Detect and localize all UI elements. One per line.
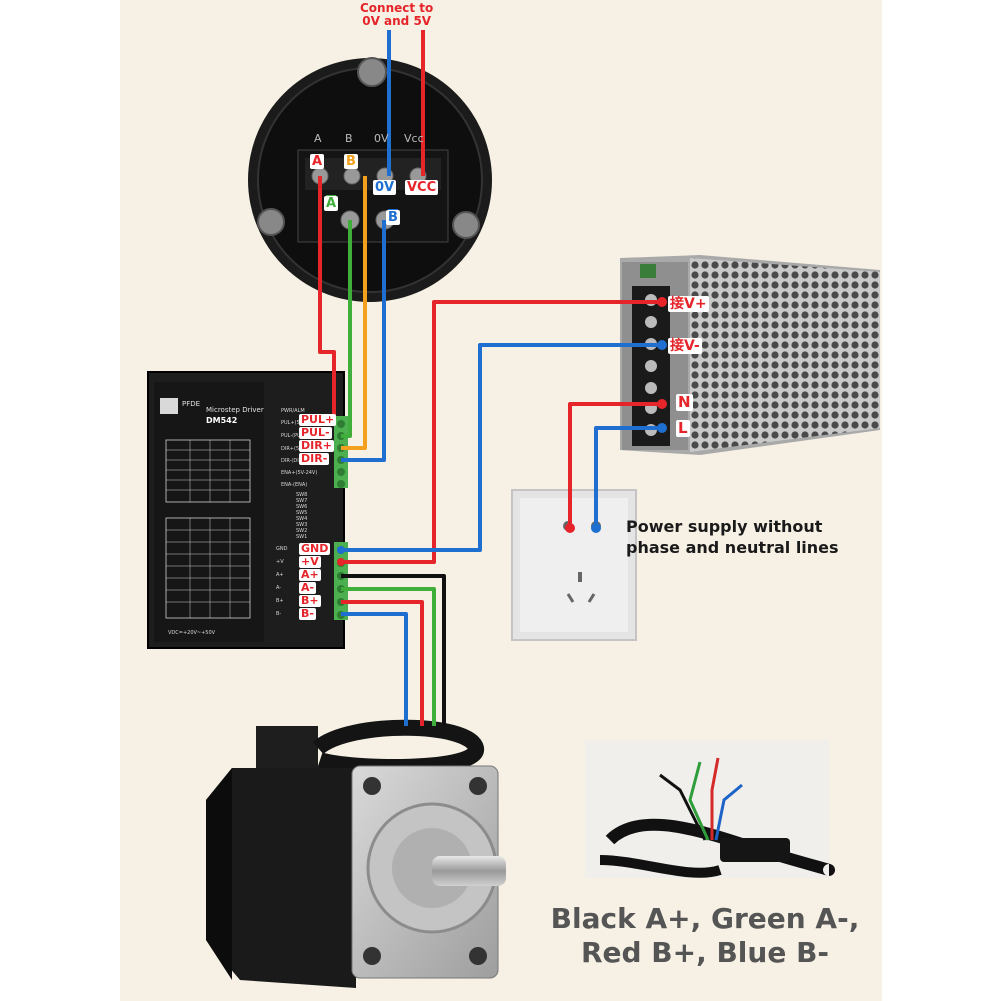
driver-side-bminus: B- (276, 611, 282, 617)
encoder-screw-right (452, 211, 480, 239)
driver-label-dir-plus: DIR+ (299, 439, 334, 452)
driver-sw8: SW8 (296, 492, 308, 498)
wire-motor-black (341, 574, 446, 726)
psu-label-vplus: 接V+ (668, 296, 709, 312)
wire-psu-vplus (341, 300, 662, 564)
encoder-screw-left (257, 208, 285, 236)
encoder-terminal-b: B (345, 132, 353, 145)
driver-brand: PFDE (182, 400, 201, 408)
driver-label-aplus: A+ (299, 568, 321, 581)
encoder-top-note-line2: 0V and 5V (362, 14, 432, 28)
wire-mains-n (568, 402, 662, 528)
wire-a-plus (318, 176, 336, 424)
driver-side-dir-minus: DIR-(DIR) (281, 458, 305, 464)
outlet-note-line1: Power supply without (626, 517, 823, 536)
wire-psu-vminus (341, 343, 662, 552)
encoder-label-b-plus: B (344, 154, 358, 169)
wire-motor-blue (341, 612, 408, 726)
motor-wire-caption-line2: Red B+, Blue B- (580, 936, 830, 969)
driver-label-pul-plus: PUL+ (299, 413, 337, 426)
driver-sw5: SW5 (296, 510, 308, 516)
driver-label-bplus: B+ (299, 594, 321, 607)
encoder-terminal-0v: 0V (374, 132, 389, 145)
driver-side-dir-plus: DIR+(5V) (281, 446, 305, 452)
encoder-terminal-a: A (314, 132, 322, 145)
driver-label-vplus: +V (299, 555, 321, 568)
stepper-motor (206, 719, 506, 988)
motor-shaft (432, 856, 506, 886)
wire-motor-red (341, 600, 424, 726)
driver-sw2: SW2 (296, 528, 308, 534)
driver-side-pwr: PWR/ALM (281, 408, 305, 414)
motor-wire-caption-line1: Black A+, Green A-, (550, 902, 860, 935)
wire-b-plus (341, 176, 367, 450)
driver-side-ena-plus: ENA+(5V-24V) (281, 470, 318, 476)
motor-wire-caption: Black A+, Green A-, Red B+, Blue B- (540, 902, 870, 970)
driver-sw1: SW1 (296, 534, 308, 540)
driver-logo-mark (160, 398, 178, 414)
wire-motor-green (341, 587, 436, 726)
driver-sw4: SW4 (296, 516, 308, 522)
driver-side-aminus: A- (276, 585, 282, 591)
wire-mains-l (594, 426, 662, 528)
outlet-note-line2: phase and neutral lines (626, 538, 839, 557)
driver-side-gnd: GND (276, 546, 288, 552)
encoder-label-vcc: VCC (405, 180, 439, 195)
encoder-label-a-plus: A (310, 154, 325, 169)
encoder-top-note-line1: Connect to (360, 1, 434, 15)
driver-footer: VDC=+20V~+50V (168, 630, 216, 636)
driver-side-vplus: +V (276, 559, 284, 565)
wire-a-minus (341, 220, 352, 438)
encoder-label-a-minus: A (324, 196, 339, 211)
encoder-label-b-minus: B (386, 210, 400, 225)
pulse-table (165, 517, 251, 619)
psu-label-vminus: 接V- (668, 338, 702, 354)
driver-label-bminus: B- (299, 607, 316, 620)
encoder-top-note: Connect to 0V and 5V (360, 2, 433, 28)
driver-model: DM542 (206, 416, 238, 425)
driver-side-pul-plus: PUL+(5V) (281, 420, 306, 426)
encoder-terminal-vcc: Vcc (404, 132, 424, 145)
wire-b-minus (341, 220, 386, 462)
driver-body (147, 371, 348, 649)
driver-sw6: SW6 (296, 504, 308, 510)
motor-cable-clamp (256, 726, 318, 768)
wire-end-dots (337, 297, 667, 566)
driver-label-aminus: A- (299, 581, 317, 594)
driver-label-gnd: GND (299, 542, 331, 555)
driver-sw7: SW7 (296, 498, 308, 504)
driver-label-pul-minus: PUL- (299, 426, 332, 439)
driver-title: Microstep Driver (206, 406, 264, 414)
cable-photo (585, 740, 836, 878)
wires (318, 30, 662, 726)
psu-label-l: L (676, 419, 690, 437)
wall-outlet (511, 489, 637, 641)
current-table (165, 439, 251, 503)
driver-side-aplus: A+ (276, 572, 284, 578)
encoder (248, 57, 492, 302)
driver-label-dir-minus: DIR- (299, 452, 330, 465)
outlet-note: Power supply without phase and neutral l… (626, 516, 839, 558)
driver-sw3: SW3 (296, 522, 308, 528)
driver-side-pul-minus: PUL-(PUL) (281, 433, 306, 439)
encoder-label-0v: 0V (373, 180, 397, 195)
psu-label-n: N (676, 393, 693, 411)
encoder-screw-top (357, 57, 387, 87)
driver-side-bplus: B+ (276, 598, 284, 604)
driver-side-ena-minus: ENA-(ENA) (281, 482, 308, 488)
